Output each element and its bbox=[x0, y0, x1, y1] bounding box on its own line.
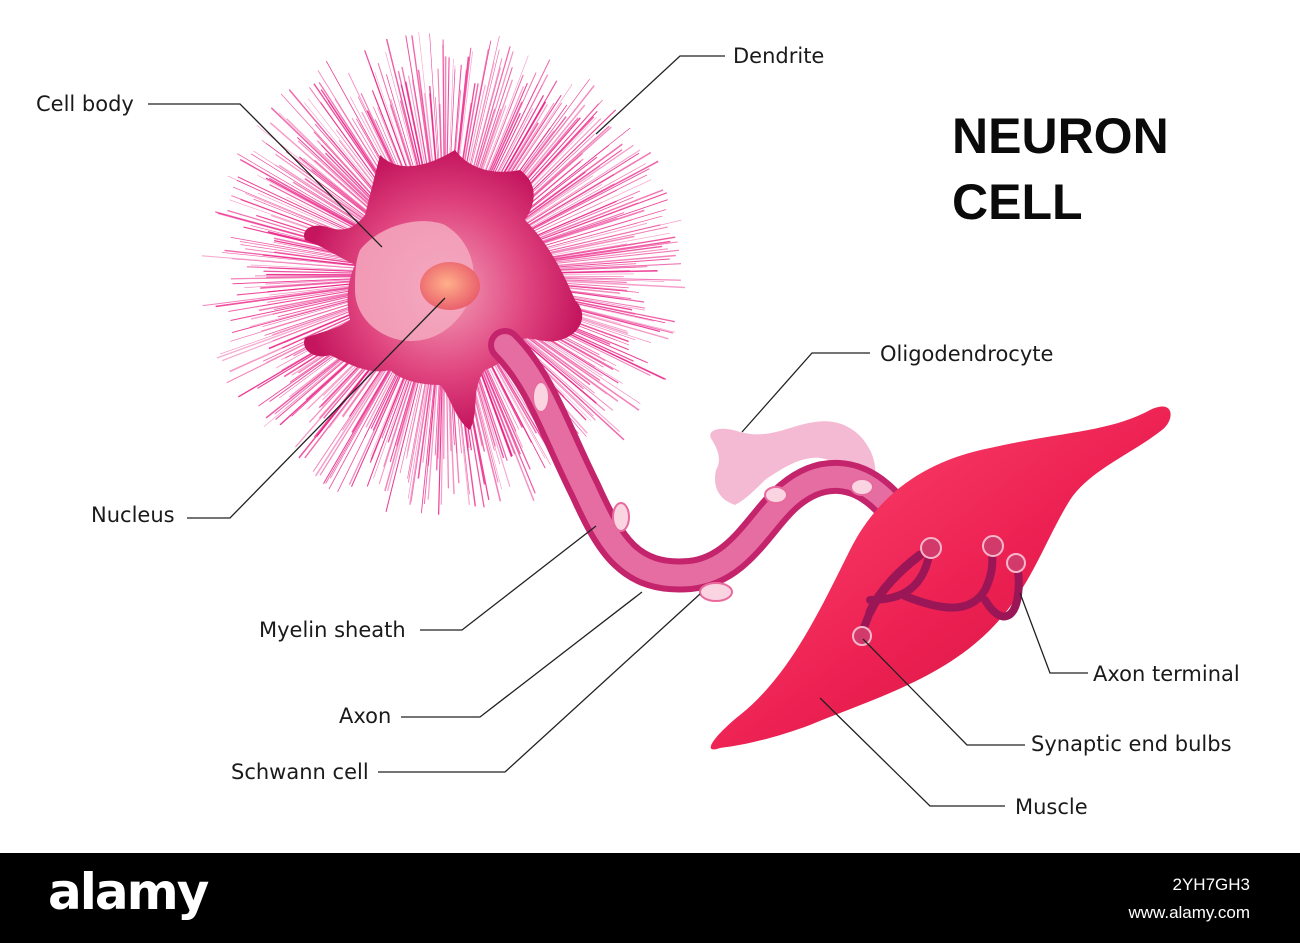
title-line-1: NEURON bbox=[952, 108, 1169, 164]
myelin-nodes bbox=[532, 381, 874, 532]
label-cell-body: Cell body bbox=[36, 92, 134, 116]
label-axon: Axon bbox=[339, 704, 391, 728]
nucleus bbox=[420, 262, 480, 310]
title-line-2: CELL bbox=[952, 174, 1083, 230]
site-url: www.alamy.com bbox=[1128, 903, 1250, 922]
label-muscle: Muscle bbox=[1015, 795, 1088, 819]
neuron-diagram: NEURON CELL Cell body Dendrite Nucleus O… bbox=[36, 31, 1240, 819]
label-myelin-sheath: Myelin sheath bbox=[259, 618, 406, 642]
label-synaptic-end-bulbs: Synaptic end bulbs bbox=[1031, 732, 1232, 756]
label-schwann-cell: Schwann cell bbox=[231, 760, 369, 784]
image-id: 2YH7GH3 bbox=[1172, 875, 1250, 894]
muscle bbox=[710, 406, 1171, 750]
schwann-cell bbox=[699, 582, 733, 602]
label-oligodendrocyte: Oligodendrocyte bbox=[880, 342, 1053, 366]
label-dendrite: Dendrite bbox=[733, 44, 824, 68]
synaptic-end-bulbs bbox=[852, 535, 1026, 646]
myelin-sheath bbox=[494, 334, 896, 587]
label-axon-terminal: Axon terminal bbox=[1093, 662, 1240, 686]
label-nucleus: Nucleus bbox=[91, 503, 175, 527]
watermark-footer: alamy 2YH7GH3 www.alamy.com bbox=[0, 853, 1300, 943]
brand-logo: alamy bbox=[48, 863, 209, 921]
dendrite-spike bbox=[512, 152, 640, 234]
leader-lines bbox=[148, 55, 1088, 807]
dendrite-spike bbox=[263, 270, 366, 274]
oligodendrocyte bbox=[710, 421, 876, 505]
dendrite-spike bbox=[201, 255, 377, 271]
dendrite-spike bbox=[275, 153, 381, 230]
